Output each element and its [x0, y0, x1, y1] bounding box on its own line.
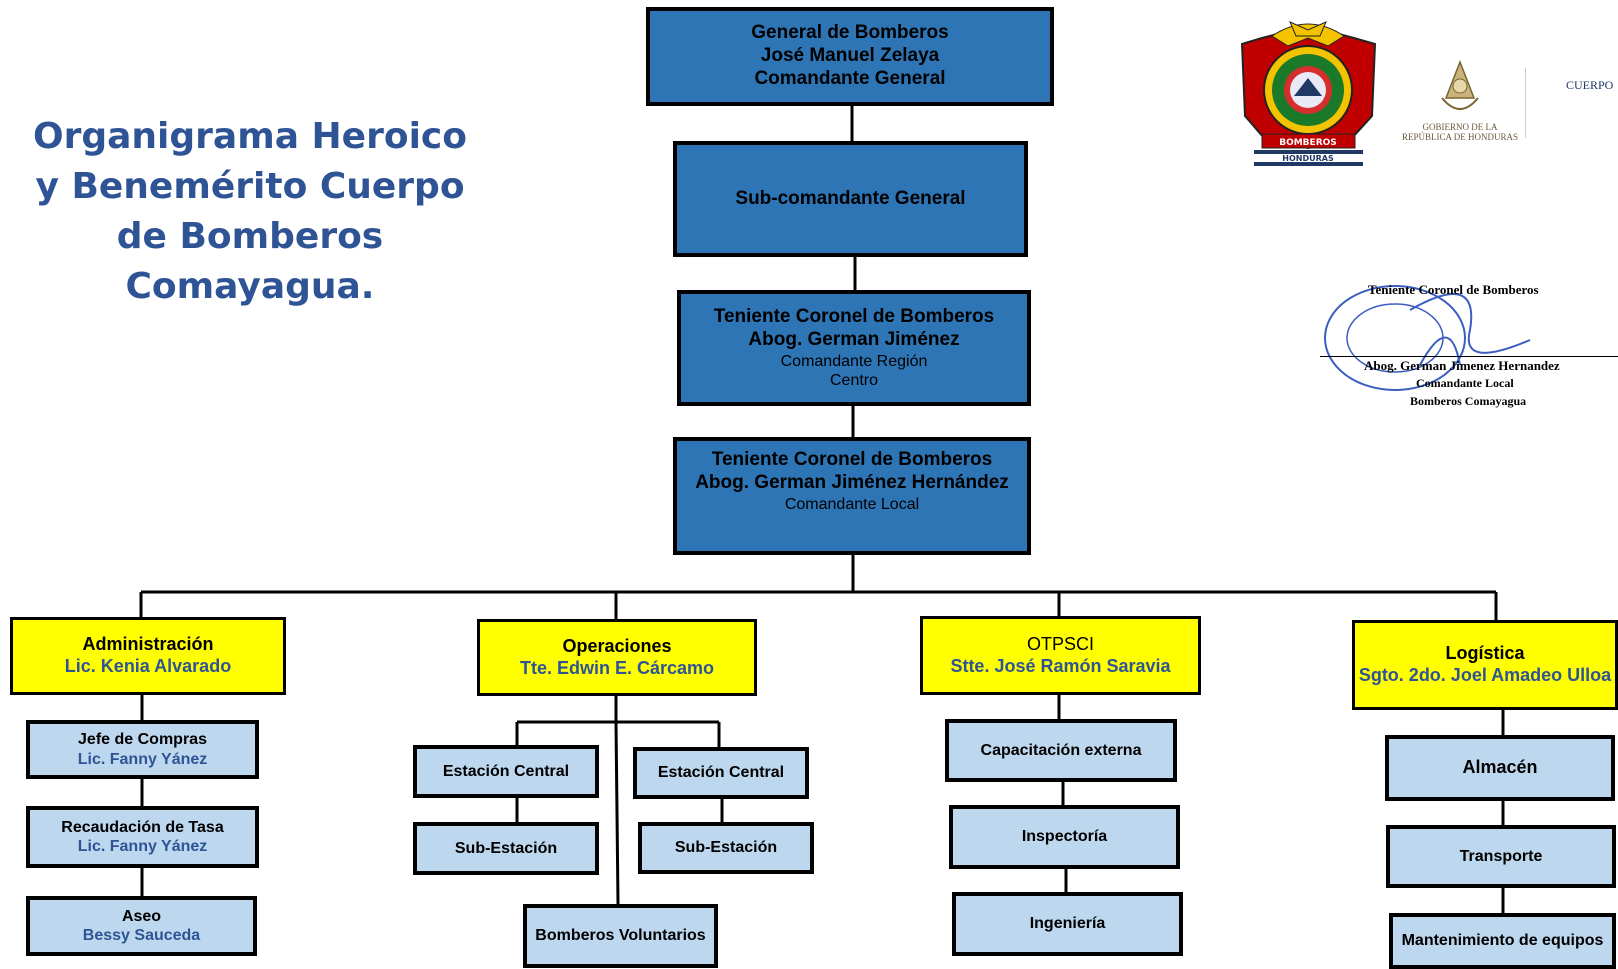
unit-title: Aseo — [121, 907, 162, 925]
unit-transporte: Transporte — [1386, 825, 1616, 888]
unit-title: Estación Central — [657, 764, 785, 782]
unit-estacion-central-1: Estación Central — [413, 745, 599, 798]
unit-title: Sub-Estación — [674, 839, 778, 857]
unit-title: Transporte — [1459, 847, 1543, 865]
department-head: Tte. Edwin E. Cárcamo — [519, 657, 715, 678]
local-commander-box: Teniente Coronel de Bomberos Abog. Germa… — [673, 437, 1031, 555]
unit-title: Almacén — [1462, 757, 1538, 778]
unit-title: Recaudación de Tasa — [61, 818, 224, 836]
department-operaciones: Operaciones Tte. Edwin E. Cárcamo — [477, 619, 757, 696]
department-title: Operaciones — [562, 635, 672, 656]
unit-title: Sub-Estación — [454, 839, 558, 857]
government-logo: GOBIERNO DE LA REPÚBLICA DE HONDURAS — [1400, 58, 1535, 144]
bomberos-badge-logo: BOMBEROS HONDURAS — [1240, 21, 1377, 166]
department-head: Sgto. 2do. Joel Amadeo Ulloa — [1358, 665, 1612, 685]
box-line: Comandante Local — [784, 495, 920, 513]
stamp-role: Comandante Local — [1416, 376, 1514, 390]
unit-estacion-central-2: Estación Central — [633, 747, 809, 799]
unit-title: Bomberos Voluntarios — [535, 927, 706, 945]
seal-icon — [1324, 285, 1531, 391]
coat-of-arms-icon — [1441, 59, 1479, 110]
department-otpsci: OTPSCI Stte. José Ramón Saravia — [920, 616, 1201, 695]
box-line: José Manuel Zelaya — [760, 45, 940, 67]
chart-title: Organigrama Heroico y Benemérito Cuerpo … — [33, 116, 467, 307]
unit-sub-estacion-2: Sub-Estación — [638, 822, 814, 874]
badge-bottom-text: HONDURAS — [1282, 154, 1334, 163]
unit-person: Bessy Sauceda — [82, 927, 201, 944]
unit-sub-estacion-1: Sub-Estación — [413, 822, 599, 875]
logo-divider — [1525, 68, 1526, 138]
unit-jefe-de-compras: Jefe de Compras Lic. Fanny Yánez — [26, 720, 259, 779]
department-title: Logística — [1445, 643, 1525, 664]
department-title: Administración — [82, 634, 214, 655]
general-commander-box: General de Bomberos José Manuel Zelaya C… — [646, 7, 1054, 106]
box-line: Centro — [829, 371, 879, 389]
department-administracion: Administración Lic. Kenia Alvarado — [10, 617, 286, 695]
unit-title: Inspectoría — [1021, 828, 1108, 846]
unit-title: Mantenimiento de equipos — [1401, 932, 1604, 950]
unit-ingenieria: Ingeniería — [952, 892, 1183, 956]
department-title: OTPSCI — [1026, 633, 1094, 654]
box-line: Abog. German Jiménez — [748, 328, 960, 350]
box-line: Comandante Región — [780, 352, 928, 370]
unit-title: Jefe de Compras — [78, 731, 207, 749]
unit-person: Lic. Fanny Yánez — [77, 838, 208, 855]
regional-commander-box: Teniente Coronel de Bomberos Abog. Germa… — [677, 290, 1031, 406]
cuerpo-logo-text: CUERPO — [1566, 78, 1614, 92]
department-logistica: Logística Sgto. 2do. Joel Amadeo Ulloa — [1352, 620, 1618, 710]
box-line: Teniente Coronel de Bomberos — [713, 306, 995, 328]
unit-aseo: Aseo Bessy Sauceda — [26, 896, 257, 956]
badge-top-text: BOMBEROS — [1279, 138, 1337, 148]
unit-title: Capacitación externa — [980, 741, 1142, 759]
unit-title: Estación Central — [442, 762, 570, 780]
box-line: General de Bomberos — [751, 22, 949, 44]
unit-capacitacion-externa: Capacitación externa — [945, 719, 1177, 782]
government-text: GOBIERNO DE LA REPÚBLICA DE HONDURAS — [1401, 122, 1518, 142]
unit-title: Ingeniería — [1029, 915, 1106, 933]
unit-bomberos-voluntarios: Bomberos Voluntarios — [523, 904, 718, 968]
box-line: Sub-comandante General — [735, 187, 966, 209]
signature-line — [1320, 356, 1618, 357]
stamp-rank: Teniente Coronel de Bomberos — [1368, 282, 1539, 297]
sub-commander-box: Sub-comandante General — [673, 141, 1028, 257]
unit-almacen: Almacén — [1385, 735, 1615, 801]
unit-person: Lic. Fanny Yánez — [77, 750, 208, 768]
stamp-name: Abog. German Jimenez Hernandez — [1364, 358, 1560, 373]
box-line: Comandante General — [754, 67, 946, 89]
box-line: Teniente Coronel de Bomberos — [711, 449, 993, 470]
unit-inspectoria: Inspectoría — [949, 805, 1180, 869]
stamp-unit: Bomberos Comayagua — [1410, 394, 1527, 408]
unit-recaudacion-de-tasa: Recaudación de Tasa Lic. Fanny Yánez — [26, 806, 259, 868]
department-head: Stte. José Ramón Saravia — [950, 655, 1171, 676]
box-line: Abog. German Jiménez Hernández — [695, 471, 1009, 493]
department-head: Lic. Kenia Alvarado — [64, 656, 232, 676]
signature-stamp: Teniente Coronel de Bomberos Abog. Germa… — [1320, 270, 1618, 420]
unit-mantenimiento-de-equipos: Mantenimiento de equipos — [1389, 913, 1616, 969]
